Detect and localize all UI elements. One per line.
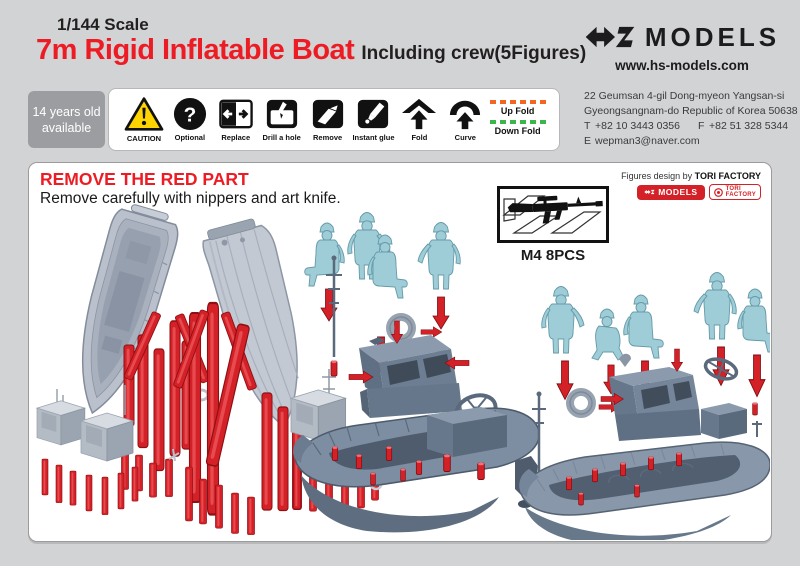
crew-figures-center (304, 212, 461, 299)
console-part-right (600, 348, 701, 441)
svg-text:?: ? (184, 104, 197, 127)
legend-item-curve: Curve (442, 97, 488, 142)
legend-item-remove: Remove (305, 97, 351, 142)
legend-item-optional: ? Optional (167, 97, 213, 142)
m4-callout-label: M4 8PCS (520, 247, 586, 264)
fax-number: +82 51 328 5344 (708, 120, 789, 132)
drill-a-hole-icon (266, 99, 297, 129)
address-line-1: 22 Geumsan 4-gil Dong-myeon Yangsan-si (584, 90, 785, 102)
remove-instruction-text: Remove carefully with nippers and art kn… (40, 190, 341, 207)
tel-number: +82 10 3443 0356 (595, 120, 680, 132)
fold-icon (402, 98, 437, 130)
steering-wheel-part-right (703, 357, 739, 381)
optional-icon: ? (173, 97, 206, 131)
legend-item-fold: Fold (396, 97, 442, 142)
boat-assembled-center (293, 407, 540, 533)
crew-figures-right (541, 272, 770, 361)
instant-glue-icon (358, 99, 389, 129)
hs-logo-icon (585, 26, 635, 48)
symbol-legend: CAUTION ? Optional Replace (108, 88, 560, 151)
product-subtitle: Including crew(5Figures) (361, 43, 587, 64)
up-fold-line-icon (489, 100, 546, 104)
website-text: www.hs-models.com (615, 58, 749, 73)
caution-icon (124, 97, 164, 131)
up-fold-label: Up Fold (500, 106, 535, 116)
legend-item-replace: Replace (213, 97, 259, 142)
legend-item-instant-glue: Instant glue (351, 97, 397, 142)
figures-design-credit: Figures design by TORI FACTORY (621, 171, 761, 181)
hs-models-badge: MODELS (637, 184, 705, 200)
legend-item-caution: CAUTION (121, 96, 167, 143)
hs-logo-small-icon (644, 189, 655, 195)
console-part-center (348, 320, 470, 418)
stern-locker-part-right (701, 402, 762, 439)
down-fold-line-icon (489, 120, 546, 124)
console-parts-left (36, 385, 139, 516)
fold-line-legend: Up Fold Down Fold (488, 100, 547, 139)
age-badge: 14 years old available (28, 91, 105, 148)
product-title-row: 7m Rigid Inflatable Boat Including crew(5… (36, 34, 586, 67)
product-title: 7m Rigid Inflatable Boat (36, 34, 355, 66)
parts-render-scene (36, 204, 770, 540)
hull-part-top-view (82, 204, 179, 415)
down-fold-label: Down Fold (494, 126, 541, 136)
tori-factory-icon (713, 187, 723, 197)
replace-icon (219, 99, 253, 129)
email-address: wepman3@naver.com (595, 135, 700, 147)
address-line-2: Gyeongsangnam-do Republic of Korea 50638 (584, 105, 798, 117)
legend-item-drill: Drill a hole (259, 97, 305, 142)
life-ring-part-right (566, 388, 621, 418)
brand-logo: MODELS (582, 20, 782, 54)
designer-name: TORI FACTORY (694, 171, 761, 181)
contact-block: 22 Geumsan 4-gil Dong-myeon Yangsan-si G… (584, 89, 798, 149)
m4-rifle-icon (502, 195, 603, 234)
remove-icon (312, 99, 343, 129)
boat-assembled-right (519, 441, 770, 540)
remove-red-part-heading: REMOVE THE RED PART (40, 169, 249, 189)
mast-part-right (532, 391, 546, 493)
brand-name: MODELS (644, 21, 781, 52)
m4-rifle-callout-box (497, 186, 609, 243)
curve-icon (450, 100, 481, 130)
mast-part-center (326, 255, 342, 377)
assembly-panel: REMOVE THE RED PART Remove carefully wit… (28, 162, 772, 542)
red-sprue-cluster-middle (168, 301, 303, 536)
scale-text: 1/144 Scale (57, 15, 149, 34)
